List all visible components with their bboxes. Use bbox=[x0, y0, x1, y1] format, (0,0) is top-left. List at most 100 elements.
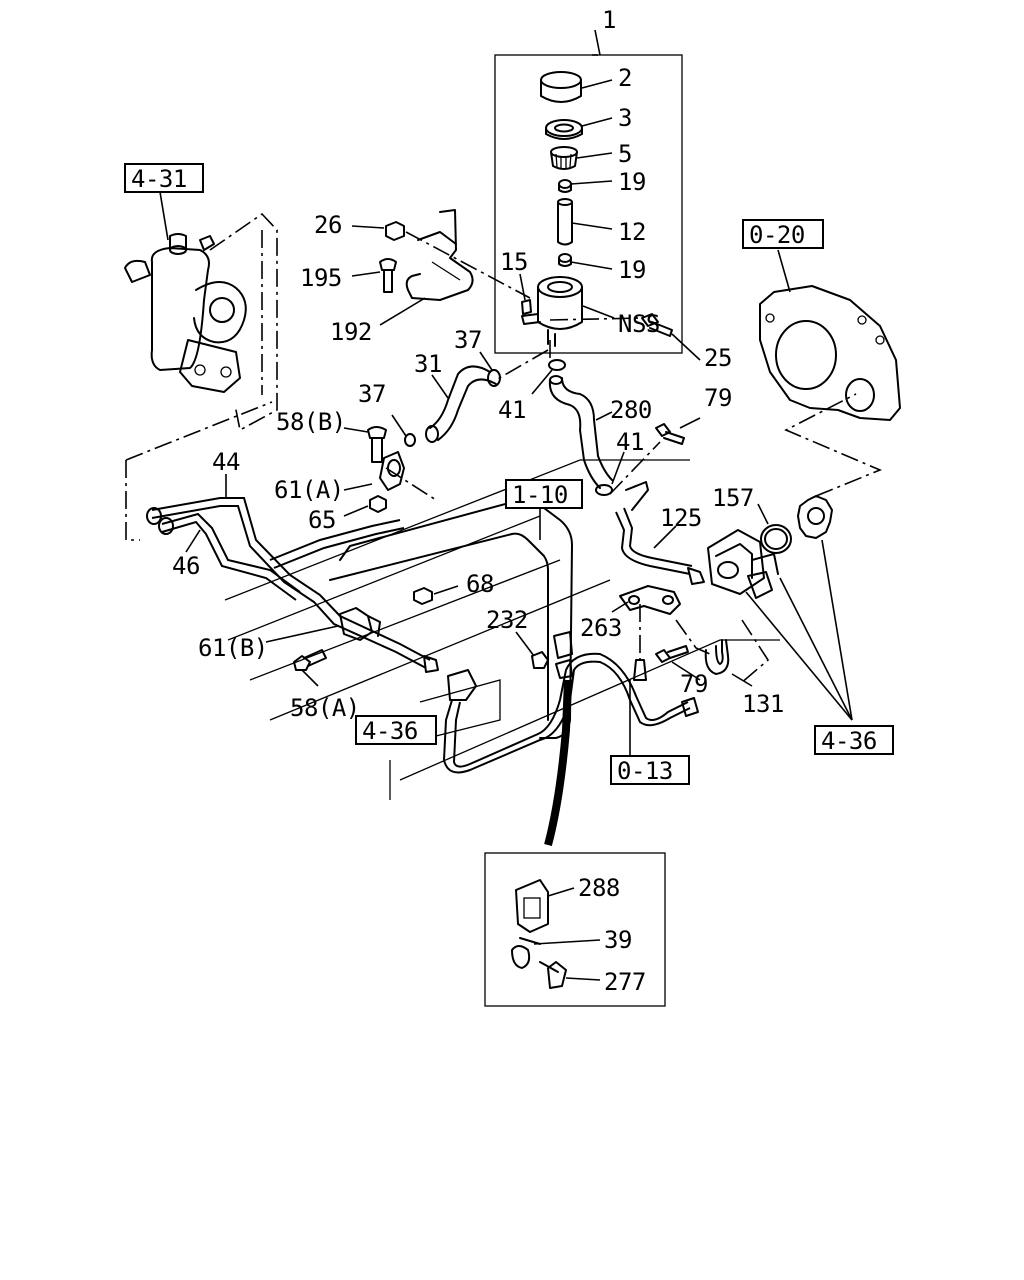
callout-131: 131 bbox=[742, 690, 784, 718]
callout-19-upper: 19 bbox=[618, 168, 646, 196]
callout-25: 25 bbox=[704, 344, 732, 372]
callout-79-upper: 79 bbox=[704, 384, 732, 412]
callout-280: 280 bbox=[610, 396, 652, 424]
callout-37-upper: 37 bbox=[454, 326, 482, 354]
suction-hose-31 bbox=[425, 365, 497, 443]
union-fitting bbox=[633, 659, 647, 681]
callout-288: 288 bbox=[578, 874, 620, 902]
inset-detail-box bbox=[484, 852, 666, 1007]
ref-1-10-label: 1-10 bbox=[512, 481, 568, 509]
section-ref-0-13: 0-13 bbox=[610, 755, 690, 785]
vacuum-pump bbox=[707, 529, 779, 599]
o-ring-157 bbox=[757, 503, 792, 554]
callout-19-lower: 19 bbox=[618, 256, 646, 284]
clamp-41-upper bbox=[531, 359, 566, 395]
return-pipe-46 bbox=[146, 507, 301, 601]
clamp-61a bbox=[343, 451, 405, 491]
callout-3: 3 bbox=[618, 104, 632, 132]
section-ref-1-10: 1-10 bbox=[505, 479, 583, 509]
nut-lower bbox=[558, 253, 613, 270]
callout-65: 65 bbox=[308, 506, 336, 534]
bolt-58b bbox=[343, 426, 387, 463]
bolt-79-upper bbox=[655, 417, 701, 445]
callout-26: 26 bbox=[314, 211, 342, 239]
ref-4-36-left-label: 4-36 bbox=[362, 717, 418, 745]
gear-to-housing-dash bbox=[784, 393, 883, 497]
section-ref-4-36-right: 4-36 bbox=[814, 725, 894, 755]
stud bbox=[557, 198, 613, 246]
ref-0-20-label: 0-20 bbox=[749, 221, 805, 249]
callout-46: 46 bbox=[172, 552, 200, 580]
gear-dash-box bbox=[209, 212, 278, 432]
pipe-to-gear-dash-2 bbox=[125, 401, 273, 461]
nut-26 bbox=[351, 221, 405, 241]
callout-nss: NSS bbox=[618, 310, 660, 338]
pipe-to-gear-dash bbox=[125, 460, 140, 541]
nut-232 bbox=[515, 631, 549, 669]
section-ref-0-20: 0-20 bbox=[742, 219, 824, 249]
callout-192: 192 bbox=[330, 318, 372, 346]
bolt-pump-dash bbox=[675, 619, 711, 655]
callout-58a: 58(A) bbox=[290, 694, 360, 722]
callout-232: 232 bbox=[486, 606, 528, 634]
bracket-263 bbox=[611, 585, 681, 615]
wire-harness bbox=[544, 679, 572, 847]
callout-1: 1 bbox=[602, 6, 616, 34]
hose-131 bbox=[704, 639, 753, 687]
clamp-dash bbox=[385, 467, 437, 501]
mounting-bracket bbox=[379, 209, 474, 326]
section-ref-4-36-left: 4-36 bbox=[355, 715, 437, 745]
callout-41-upper: 41 bbox=[498, 396, 526, 424]
return-hose-280 bbox=[548, 375, 613, 489]
nut-68 bbox=[413, 585, 459, 605]
clamp-41-lower bbox=[595, 451, 625, 496]
callout-12: 12 bbox=[618, 218, 646, 246]
callout-58b: 58(B) bbox=[276, 408, 346, 436]
pipe-125 bbox=[615, 481, 705, 585]
callout-79-lower: 79 bbox=[680, 670, 708, 698]
bolt-79-lower bbox=[655, 645, 701, 681]
callout-41-lower: 41 bbox=[616, 428, 644, 456]
callout-44: 44 bbox=[212, 448, 240, 476]
callout-labels: 1 2 3 5 19 12 19 15 NSS 26 195 192 37 31… bbox=[172, 6, 784, 996]
clip-on-rail bbox=[553, 631, 573, 659]
reservoir-assembly-frame bbox=[494, 29, 683, 354]
callout-61a: 61(A) bbox=[274, 476, 344, 504]
filter-element bbox=[550, 146, 613, 170]
callout-5: 5 bbox=[618, 140, 632, 168]
ref-4-31-label: 4-31 bbox=[131, 165, 187, 193]
callout-263: 263 bbox=[580, 614, 622, 642]
section-ref-4-31: 4-31 bbox=[124, 163, 204, 193]
callout-68: 68 bbox=[466, 570, 494, 598]
drive-gear bbox=[797, 495, 833, 539]
bolt-58a bbox=[293, 649, 327, 687]
bracket-to-reservoir-dash bbox=[405, 231, 531, 299]
steering-gear-box bbox=[124, 191, 247, 393]
hose-pump-dash-2 bbox=[739, 619, 770, 685]
reservoir-cap bbox=[540, 71, 613, 103]
reservoir-body bbox=[521, 276, 615, 347]
callout-37-lower: 37 bbox=[358, 380, 386, 408]
callout-2: 2 bbox=[618, 64, 632, 92]
ref-0-13-label: 0-13 bbox=[617, 757, 673, 785]
nut-65 bbox=[343, 495, 387, 517]
leaders-4-36-right bbox=[745, 539, 853, 721]
callout-39: 39 bbox=[604, 926, 632, 954]
cap-gasket bbox=[545, 117, 613, 140]
hose-pump-dash bbox=[609, 441, 661, 495]
clamp-37-lower bbox=[391, 414, 416, 447]
callout-61b: 61(B) bbox=[198, 634, 268, 662]
flywheel-housing bbox=[759, 249, 901, 421]
pipe-end-fitting bbox=[423, 655, 439, 673]
frame-pipe-run bbox=[442, 652, 699, 774]
bolt-195 bbox=[351, 258, 397, 293]
callout-195: 195 bbox=[300, 264, 342, 292]
callout-157: 157 bbox=[712, 484, 754, 512]
ref-4-36-right-label: 4-36 bbox=[821, 727, 877, 755]
reservoir-bolt-dash bbox=[549, 317, 643, 321]
bolt-25 bbox=[641, 313, 701, 361]
callout-15: 15 bbox=[500, 248, 528, 276]
clamp-61b bbox=[265, 607, 381, 643]
callout-31: 31 bbox=[414, 350, 442, 378]
